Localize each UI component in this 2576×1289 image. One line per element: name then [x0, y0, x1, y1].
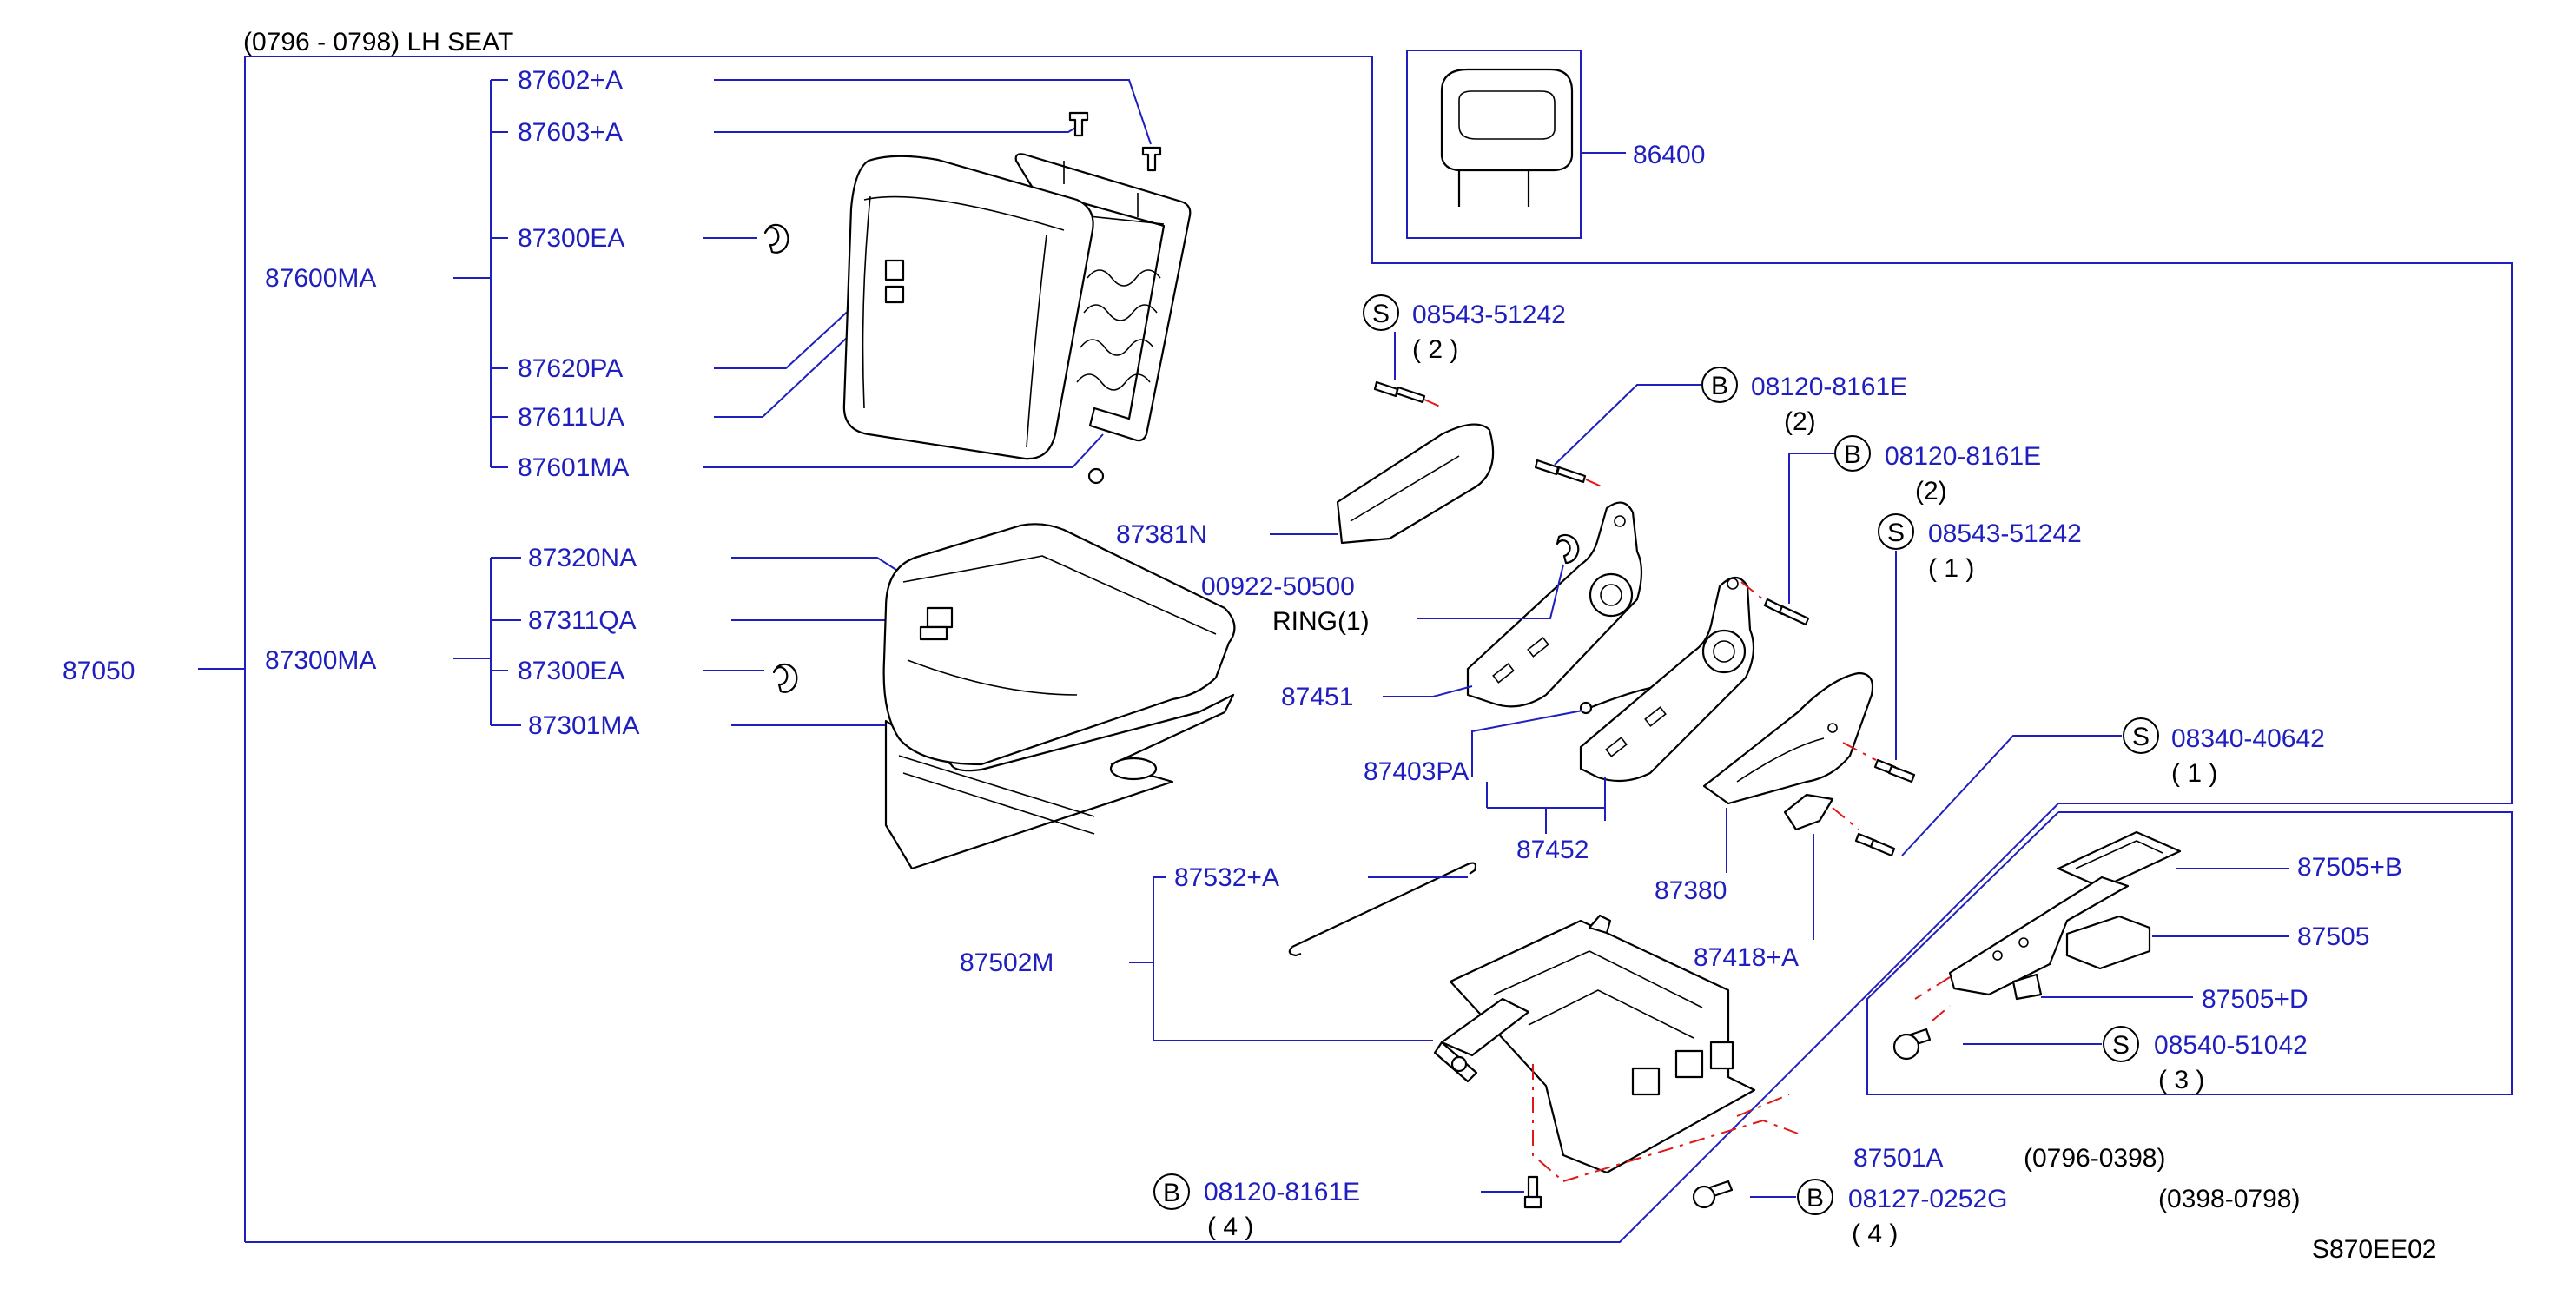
- part-87418a[interactable]: 87418+A: [1694, 943, 1799, 972]
- cover-labels: 87505+B 87505 87505+D: [2041, 853, 2402, 1014]
- fastener-symbol-b2-text: B: [1844, 440, 1861, 469]
- fastener-qty-e: ( 1 ): [2171, 759, 2217, 788]
- part-87300ma[interactable]: 87300MA: [265, 646, 376, 675]
- part-87311qa[interactable]: 87311QA: [528, 606, 637, 635]
- fastener-symbol-b3: [1153, 1173, 1190, 1210]
- fastener-08120-8161e-c[interactable]: 08120-8161E: [1204, 1178, 1360, 1206]
- part-87505[interactable]: 87505: [2297, 922, 2369, 951]
- part-87601ma[interactable]: 87601MA: [518, 453, 629, 482]
- part-87050[interactable]: 87050: [63, 657, 135, 685]
- part-87611ua[interactable]: 87611UA: [518, 403, 624, 432]
- headrest-illustration: [1440, 68, 1626, 207]
- fastener-qty-b: (2): [1784, 407, 1816, 436]
- part-87320na[interactable]: 87320NA: [528, 544, 637, 572]
- part-87620pa[interactable]: 87620PA: [518, 354, 623, 383]
- fastener-08540-51042[interactable]: 08540-51042: [2154, 1031, 2308, 1060]
- part-87600ma[interactable]: 87600MA: [265, 264, 376, 293]
- fastener-callouts: S 08543-51242 ( 2 ) B 08120-8161E (2) B …: [1153, 294, 2325, 1248]
- fastener-symbol-s3: [2123, 717, 2159, 754]
- part-87300ea-cushion[interactable]: 87300EA: [518, 657, 624, 685]
- diagram-code: S870EE02: [2312, 1235, 2436, 1264]
- fastener-08127-0252g[interactable]: 08127-0252G: [1848, 1185, 2008, 1213]
- fastener-symbol-s1: [1363, 294, 1399, 331]
- fastener-symbol-b2: [1834, 435, 1871, 472]
- ring-label: RING(1): [1272, 607, 1370, 636]
- frame-lines: [244, 50, 2513, 1243]
- part-87381n[interactable]: 87381N: [1116, 520, 1207, 549]
- fastener-qty-h: ( 4 ): [1852, 1220, 1898, 1248]
- fastener-symbol-b4-text: B: [1807, 1184, 1824, 1213]
- fastener-symbol-b1: [1701, 367, 1738, 403]
- assembly-tree: 87050 87600MA 87602+A 87603+A 87300EA 87…: [63, 66, 639, 740]
- part-87505d[interactable]: 87505+D: [2202, 985, 2308, 1014]
- fastener-symbol-b4: [1797, 1179, 1833, 1215]
- part-87301ma[interactable]: 87301MA: [528, 711, 639, 740]
- part-87505b[interactable]: 87505+B: [2297, 853, 2402, 882]
- recliner-labels: 87381N 00922-50500 RING(1) 87451 87403PA…: [1116, 520, 1814, 972]
- part-87501a-date: (0796-0398): [2024, 1144, 2165, 1173]
- part-alt-date: (0398-0798): [2158, 1185, 2300, 1213]
- fastener-08340-40642[interactable]: 08340-40642: [2171, 724, 2325, 753]
- part-87300ea-back[interactable]: 87300EA: [518, 224, 624, 253]
- fastener-08120-8161e-b[interactable]: 08120-8161E: [1885, 442, 2041, 471]
- part-87452[interactable]: 87452: [1516, 836, 1589, 864]
- seat-backrest-illustration: [763, 111, 1192, 485]
- fastener-symbol-s1-text: S: [1372, 300, 1390, 328]
- part-87502m[interactable]: 87502M: [960, 949, 1054, 977]
- fastener-qty-f: ( 3 ): [2158, 1066, 2204, 1094]
- fastener-08543-51242-a[interactable]: 08543-51242: [1412, 301, 1566, 329]
- fastener-symbol-s3-text: S: [2132, 723, 2150, 751]
- fastener-qty-c: (2): [1915, 477, 1947, 506]
- seat-cushion-illustration: [772, 523, 1236, 870]
- fastener-symbol-b3-text: B: [1163, 1179, 1180, 1207]
- fastener-qty-a: ( 2 ): [1412, 335, 1458, 364]
- part-87603a[interactable]: 87603+A: [518, 118, 623, 147]
- part-87380[interactable]: 87380: [1655, 876, 1727, 905]
- part-00922-50500[interactable]: 00922-50500: [1201, 572, 1355, 601]
- part-87501a[interactable]: 87501A: [1853, 1144, 1943, 1173]
- part-87532a[interactable]: 87532+A: [1174, 863, 1279, 892]
- fastener-symbol-b1-text: B: [1711, 372, 1728, 400]
- slide-labels: 87532+A 87502M 87501A (0796-0398) (0398-…: [960, 863, 2300, 1213]
- fastener-qty-d: ( 1 ): [1928, 554, 1974, 583]
- part-87451[interactable]: 87451: [1281, 683, 1353, 711]
- recliner-illustration: [1336, 380, 1916, 857]
- fastener-08120-8161e-a[interactable]: 08120-8161E: [1751, 373, 1907, 401]
- part-87403pa[interactable]: 87403PA: [1364, 757, 1469, 786]
- fastener-qty-g: ( 4 ): [1207, 1213, 1253, 1241]
- cover-assembly-illustration: [1892, 830, 2182, 1061]
- fastener-symbol-s2-text: S: [1887, 519, 1905, 547]
- part-86400[interactable]: 86400: [1633, 141, 1705, 169]
- fastener-symbol-s2: [1878, 513, 1914, 550]
- slide-rail-illustration: [1288, 862, 1799, 1209]
- fastener-symbol-s4-text: S: [2112, 1031, 2130, 1060]
- header-title: (0796 - 0798) LH SEAT: [243, 28, 513, 56]
- fastener-08543-51242-b[interactable]: 08543-51242: [1928, 519, 2082, 548]
- fastener-symbol-s4: [2103, 1026, 2139, 1062]
- part-87602a[interactable]: 87602+A: [518, 66, 623, 95]
